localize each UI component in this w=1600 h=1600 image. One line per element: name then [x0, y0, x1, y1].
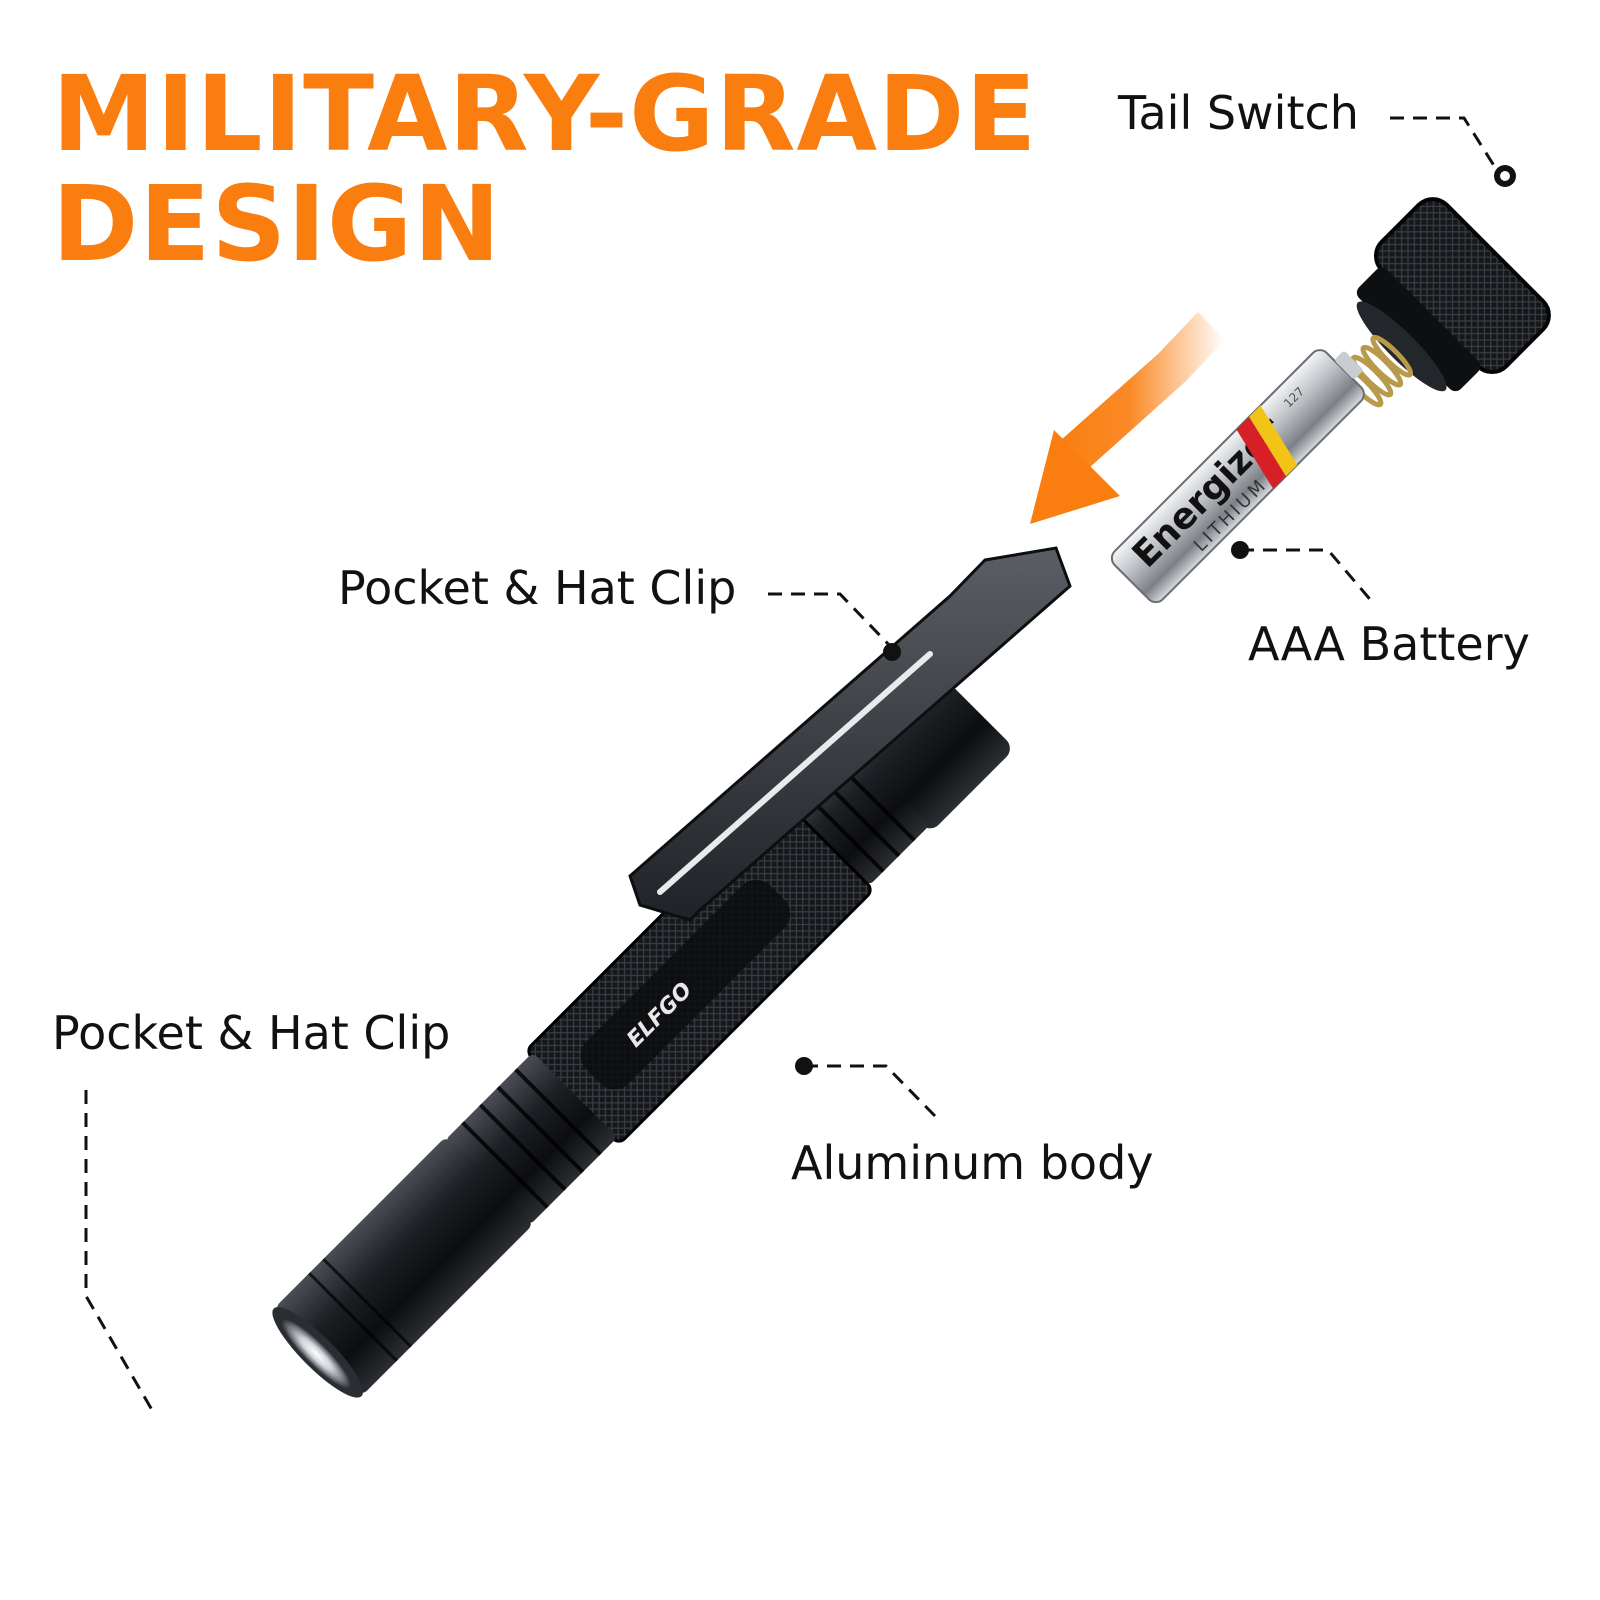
- pocket-clip: [628, 546, 1072, 922]
- battery-leader: [1240, 548, 1376, 605]
- pocket-clip-leader: [768, 592, 894, 650]
- leader-dots: [795, 165, 1516, 1075]
- pocket-clip-head-leader: [84, 1090, 154, 1411]
- pocket-clip-head-label: Pocket & Hat Clip: [52, 1006, 451, 1060]
- body-leader: [804, 1064, 937, 1118]
- aaa-battery-label: AAA Battery: [1248, 617, 1530, 671]
- tail-switch-leader: [1390, 116, 1500, 173]
- tail-switch-cap: [1340, 197, 1551, 408]
- arrow-icon: [1030, 312, 1225, 524]
- tail-switch-label: Tail Switch: [1118, 86, 1359, 140]
- led-lens: [281, 1318, 352, 1389]
- leader-lines: [84, 116, 1500, 1411]
- headline-line-1: MILITARY-GRADE: [52, 53, 1038, 175]
- pocket-clip-label: Pocket & Hat Clip: [338, 561, 737, 615]
- aluminum-body-label: Aluminum body: [791, 1136, 1154, 1190]
- flashlight-body: ELFGO: [272, 660, 1010, 1398]
- headline-line-2: DESIGN: [52, 163, 502, 285]
